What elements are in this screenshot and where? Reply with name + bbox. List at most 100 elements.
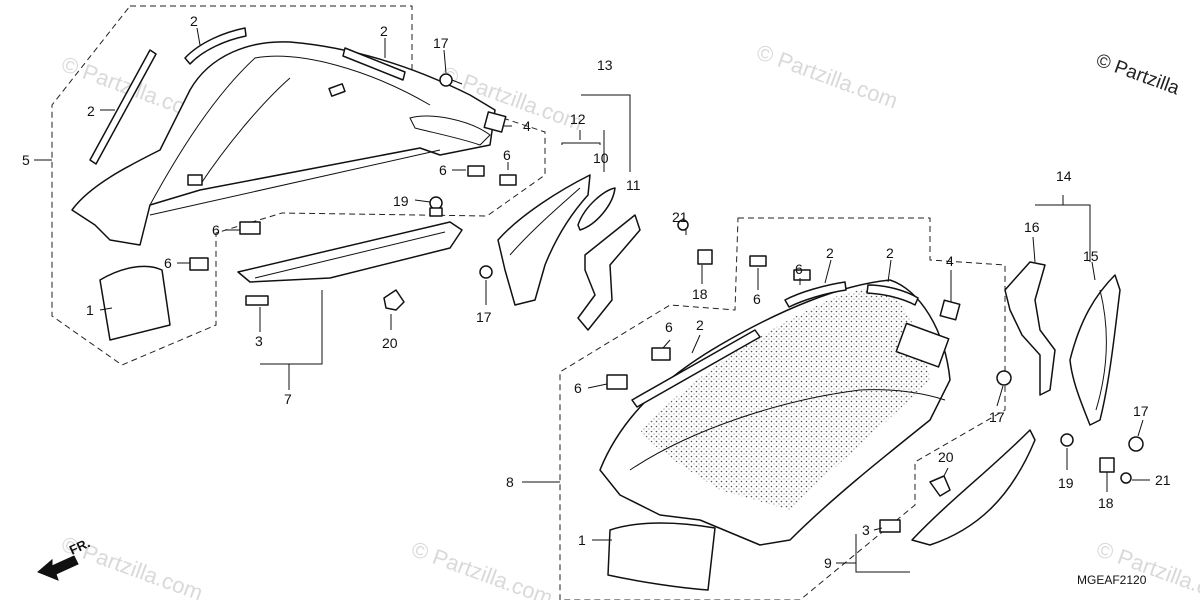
callout-13: 13 [597, 57, 613, 73]
callout-10: 10 [593, 150, 609, 166]
upper-cover-rim [149, 149, 441, 216]
callout-6: 6 [795, 261, 803, 277]
clip-18-lower [1099, 457, 1115, 473]
clip-6 [499, 174, 517, 186]
clip-6 [749, 255, 767, 267]
callout-6: 6 [503, 147, 511, 163]
upper-cover-tab [187, 174, 203, 186]
callout-3: 3 [255, 333, 263, 349]
callout-7: 7 [284, 391, 292, 407]
callout-6: 6 [164, 255, 172, 271]
bracket-16 [1004, 261, 1056, 396]
callout-6: 6 [439, 162, 447, 178]
pad-4-lower [939, 299, 961, 321]
callout-17: 17 [476, 309, 492, 325]
callout-19: 19 [393, 193, 409, 209]
callout-12: 12 [570, 111, 586, 127]
bolt-17-far-right [1128, 436, 1144, 452]
lower-cover-mount [895, 322, 950, 368]
upper-cover-body [71, 41, 496, 246]
upper-cover-slot [328, 83, 346, 97]
callout-14: 14 [1056, 168, 1072, 184]
clip-20-lower [929, 475, 951, 497]
lower-cover-stipple [640, 285, 930, 510]
callout-17: 17 [989, 409, 1005, 425]
seal-3-lower [879, 519, 901, 533]
bolt-17-upper [439, 73, 463, 87]
callout-20: 20 [382, 335, 398, 351]
upper-cover-inner-edge [149, 55, 431, 206]
callout-6: 6 [753, 291, 761, 307]
upper-cover-curve [199, 77, 291, 186]
gasket-10 [577, 187, 616, 231]
clip-6 [606, 374, 628, 390]
lower-inner-cover [599, 279, 951, 546]
callout-6: 6 [212, 222, 220, 238]
upper-cover-stay [409, 115, 491, 146]
fastener-19-right [1060, 433, 1074, 447]
sticker-pad-left [99, 265, 171, 341]
callout-16: 16 [1024, 219, 1040, 235]
callout-11: 11 [626, 177, 641, 193]
callout-2: 2 [886, 245, 894, 261]
callout-1: 1 [578, 532, 586, 548]
clip-6 [189, 257, 209, 271]
seal-3 [245, 295, 269, 306]
watermark-text: © Partzilla.com [408, 536, 556, 600]
callout-21: 21 [1155, 472, 1171, 488]
callout-2: 2 [380, 23, 388, 39]
callout-2: 2 [87, 103, 95, 119]
callout-6: 6 [665, 319, 673, 335]
molding-strips-upper [89, 27, 406, 165]
side-panel-12 [497, 174, 591, 306]
callout-18: 18 [1098, 495, 1114, 511]
callout-17: 17 [1133, 403, 1149, 419]
callout-9: 9 [824, 555, 832, 571]
callout-2: 2 [696, 317, 704, 333]
molding-strip-short [784, 281, 847, 308]
lower-molding-body [237, 221, 463, 283]
copyright-text: © Partzilla [1093, 50, 1182, 100]
pad-4 [483, 111, 507, 133]
callout-5: 5 [22, 152, 30, 168]
molding-strips-lower [631, 281, 919, 408]
callout-2: 2 [190, 13, 198, 29]
callout-21: 21 [672, 209, 688, 225]
callout-4: 4 [523, 118, 531, 134]
sticker-pad-lower [607, 522, 716, 591]
clip-18-upper [697, 249, 713, 265]
lower-molding [237, 221, 463, 306]
leader-lines [34, 27, 1150, 573]
clip-6 [467, 165, 485, 177]
callout-labels: 5 1 2 2 2 17 4 6 6 6 6 19 3 7 20 17 13 1… [22, 13, 1171, 571]
clips-left [189, 165, 517, 271]
watermark-text: © Partzilla.com [753, 39, 901, 113]
callout-18: 18 [692, 286, 708, 302]
callout-4: 4 [946, 253, 954, 269]
lower-cover-group-outline [559, 217, 1006, 600]
bolt-17-right [996, 370, 1012, 386]
clip-20-left [383, 289, 405, 311]
diagram-code: MGEAF2120 [1077, 573, 1147, 587]
molding-strip-arc [866, 284, 919, 306]
panel-15 [1069, 274, 1121, 426]
callout-8: 8 [506, 474, 514, 490]
molding-strip-right [342, 47, 406, 81]
bolt-21-lower [1120, 472, 1132, 484]
lower-molding-9 [911, 429, 1036, 546]
callout-6: 6 [574, 380, 582, 396]
callout-15: 15 [1083, 248, 1099, 264]
molding-strip-left [89, 49, 157, 165]
callout-1: 1 [86, 302, 94, 318]
molding-strip-top [184, 27, 247, 65]
callout-2: 2 [826, 245, 834, 261]
callout-20: 20 [938, 449, 954, 465]
clip-6 [239, 221, 261, 235]
callout-17: 17 [433, 35, 449, 51]
clip-6 [651, 347, 671, 361]
front-arrow-icon [37, 555, 79, 581]
molding-strip-long [631, 329, 761, 408]
watermark-text: © Partzilla.com [1093, 536, 1200, 600]
callout-19: 19 [1058, 475, 1074, 491]
